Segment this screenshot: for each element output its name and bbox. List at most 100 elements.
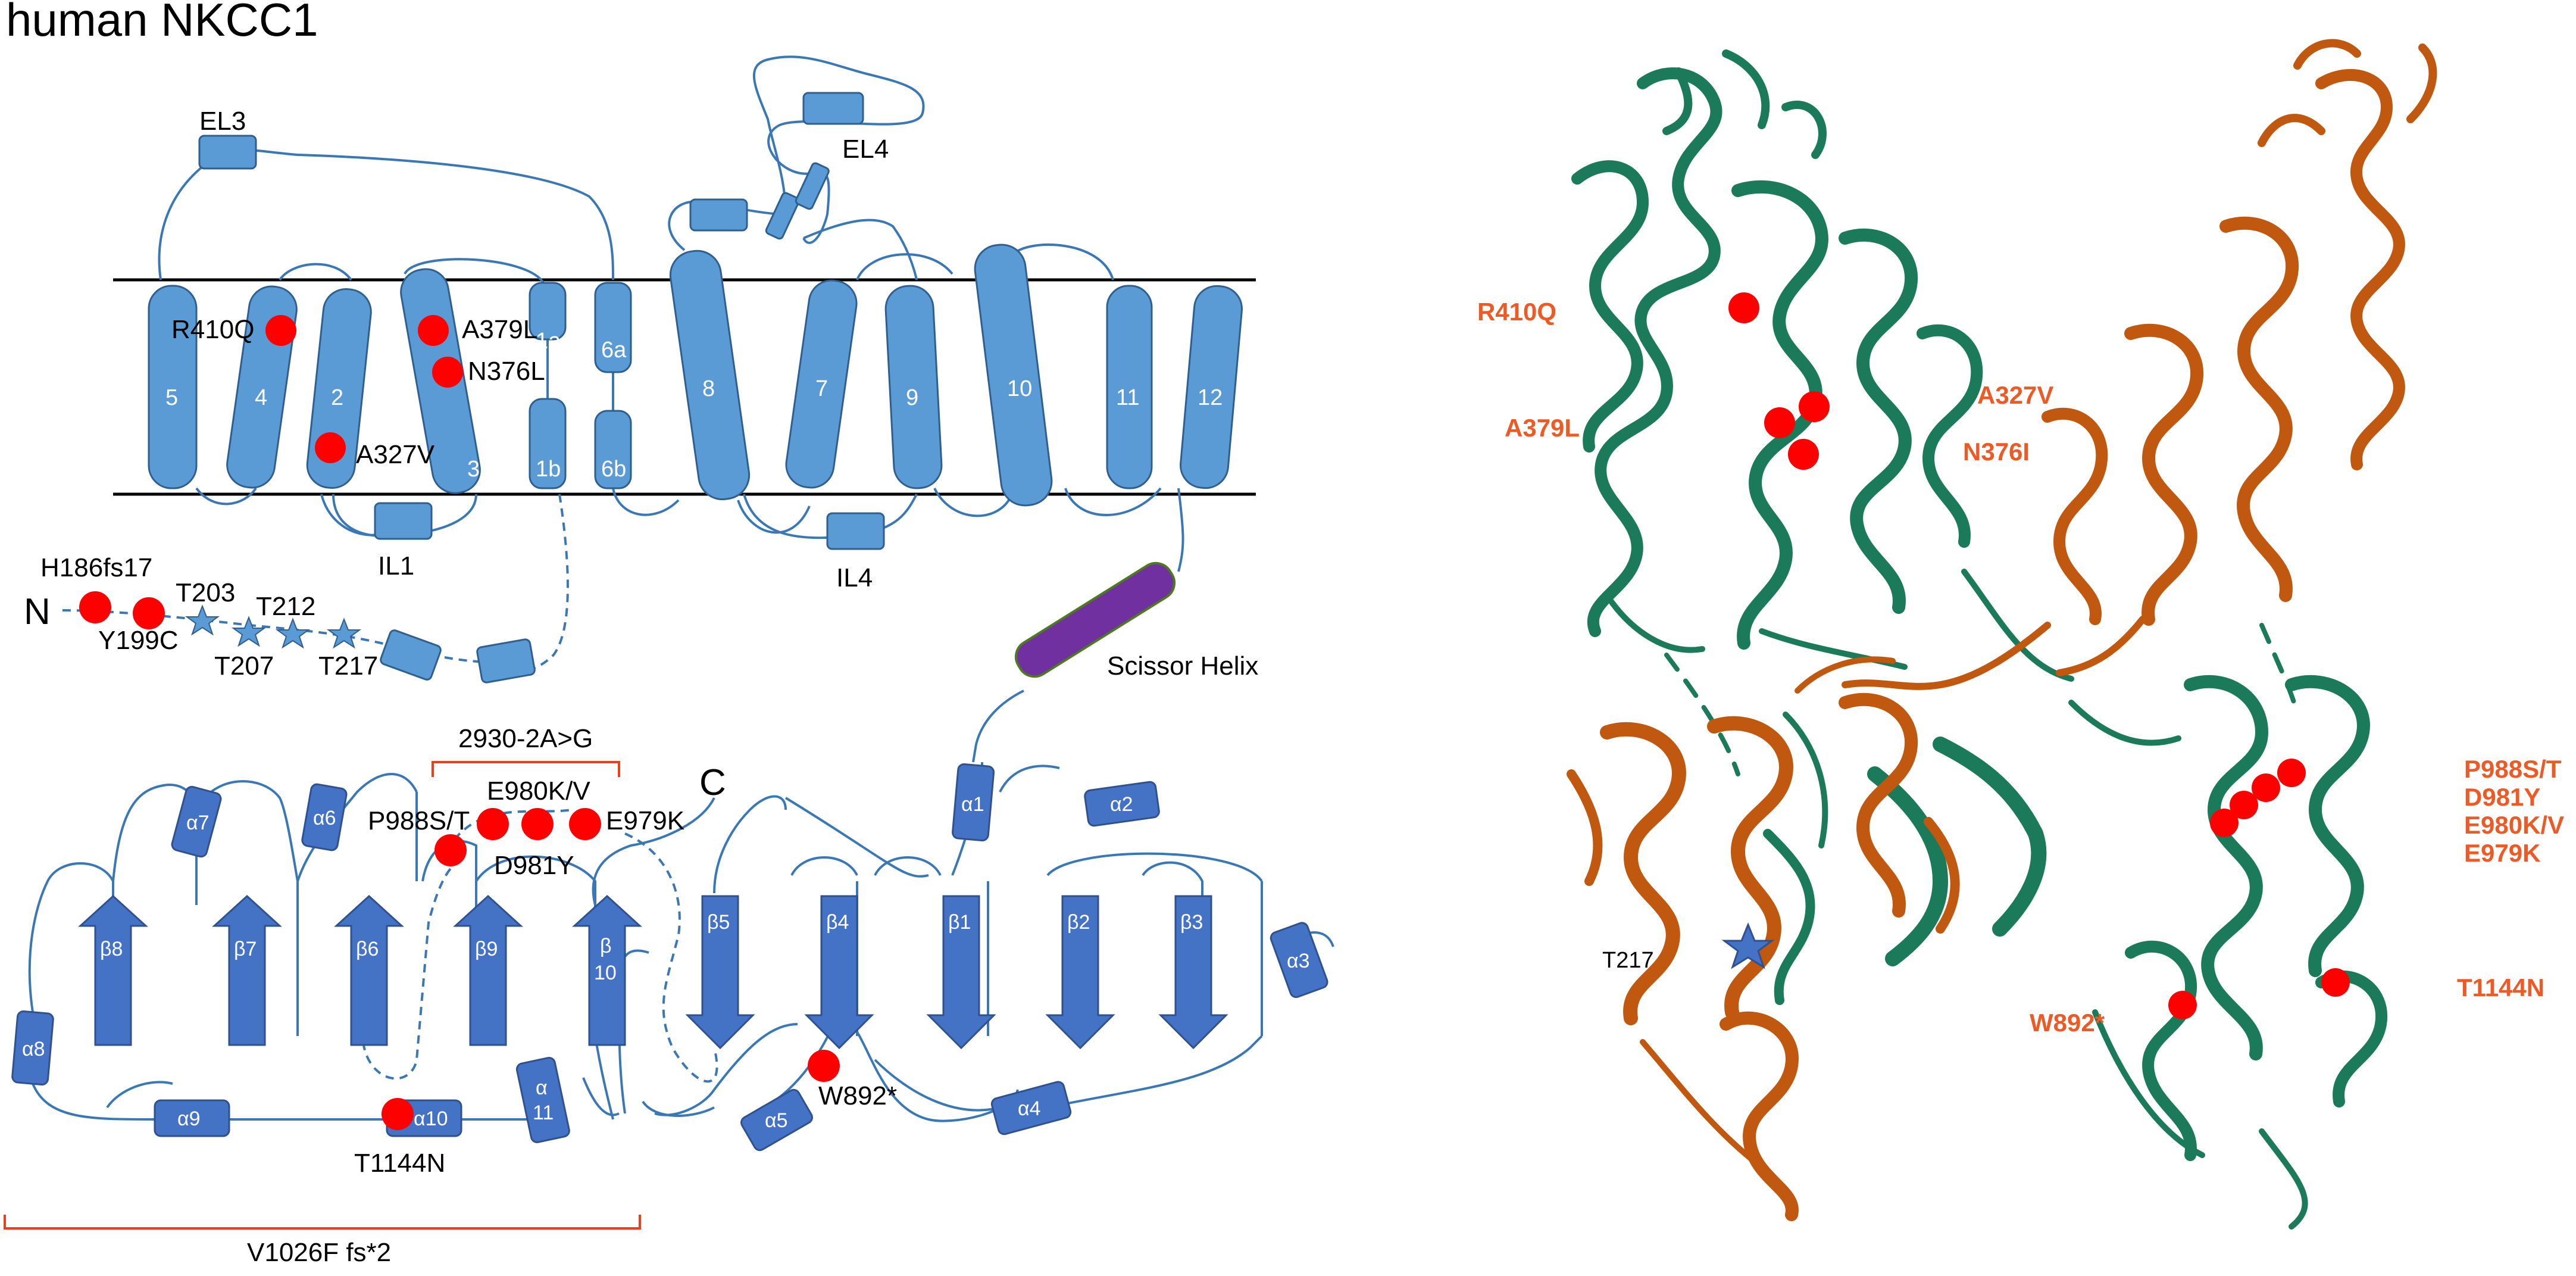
structure-dot-p988st (2277, 759, 2306, 787)
tm-number-7: 7 (815, 376, 828, 401)
structure-dot-t1144n (2321, 968, 2350, 997)
strand-label-beta7: β7 (234, 938, 257, 960)
loop-12-scissor (1177, 488, 1184, 572)
helix-label-alpha5: α5 (765, 1109, 788, 1132)
ctd-topology: α7 α6 α8 α9 α10 α 11 α1 α2 α3 α4 α5 (4, 724, 1334, 1267)
strand-beta6 (334, 894, 404, 1046)
phospho-label-t207: T207 (214, 651, 274, 681)
ctd-strands-down (685, 895, 1228, 1050)
mutation-dot-d981y (521, 808, 554, 840)
helix-label-alpha11-top: α (536, 1077, 548, 1099)
tm-number-12: 12 (1198, 385, 1223, 410)
structure-star-t217 (1721, 922, 1775, 969)
il4-helix (826, 512, 885, 550)
mutation-label-e980kv: E980K/V (487, 776, 590, 806)
structure-label-w892: W892* (2030, 1009, 2105, 1037)
ctd-helix-alpha1 (952, 763, 995, 842)
structure-dot-d981y (2252, 773, 2280, 802)
structure-dot-n376i (1788, 439, 1819, 470)
helix-label-alpha6: α6 (313, 807, 336, 829)
c-terminus-label: C (699, 762, 726, 803)
phospho-star-t212 (275, 617, 311, 649)
structure-dot-r410q (1728, 292, 1759, 323)
helix-label-alpha2: α2 (1110, 793, 1133, 816)
variant-dot-y199c (133, 597, 165, 629)
helix-label-alpha3: α3 (1287, 950, 1310, 972)
loop-3-1a (404, 258, 546, 286)
structure-label-e979k: E979K (2464, 839, 2540, 867)
loop-8-7 (737, 500, 811, 534)
strand-label-beta2: β2 (1067, 911, 1090, 934)
phospho-star-t207 (231, 616, 267, 647)
structure-label-t217: T217 (1602, 948, 1654, 973)
splice-label: 2930-2A>G (458, 724, 593, 753)
loop-helices (198, 92, 885, 550)
tm-helix-12 (1180, 285, 1243, 489)
scissor-helix-label: Scissor Helix (1107, 651, 1258, 681)
strand-beta9 (453, 894, 523, 1046)
structure-label-a379l: A379L (1505, 414, 1580, 442)
structure-label-p988st: P988S/T (2464, 755, 2562, 783)
loop-5-4 (195, 487, 257, 506)
mutation-label-t1144n: T1144N (354, 1149, 445, 1178)
structure-label-e980kv: E980K/V (2464, 811, 2564, 839)
tm-numbers: 5 4 2 3 1a 1b 6a 6b 8 7 9 10 11 12 (165, 329, 1223, 482)
nterm-variant-dots (79, 591, 165, 629)
tm-number-2: 2 (331, 385, 343, 410)
loop-el3 (158, 147, 614, 280)
strand-label-beta8: β8 (100, 938, 123, 960)
structure-label-r410q: R410Q (1477, 298, 1556, 326)
ctd-c-tail (592, 797, 715, 906)
structure-label-n376i: N376I (1963, 438, 2030, 466)
loop-7-9 (856, 253, 954, 280)
loop-el4 (668, 55, 925, 251)
il1-label: IL1 (378, 551, 414, 581)
structure-dot-a327v (1799, 391, 1830, 422)
strand-beta4 (804, 895, 874, 1050)
structure-mutation-dots (1728, 292, 2350, 1019)
tm-helix-5 (148, 285, 198, 489)
tm-number-6b: 6b (601, 457, 626, 482)
ctd-helix-alpha2 (1084, 781, 1160, 827)
strand-label-beta5: β5 (707, 911, 730, 934)
phospho-stars (185, 604, 362, 649)
el3-helix (198, 135, 257, 170)
n-terminus-label: N (24, 591, 51, 632)
ctd-helix-alpha4 (990, 1081, 1072, 1135)
tm-number-4: 4 (255, 385, 267, 410)
membrane-mutation-dots (265, 315, 463, 463)
strand-beta8 (78, 894, 148, 1046)
mutation-label-w892: W892* (818, 1081, 897, 1110)
strand-label-beta1: β1 (948, 911, 971, 934)
tm-number-9: 9 (906, 385, 918, 410)
phospho-label-t217: T217 (318, 651, 378, 681)
structure-dot-e980kv (2230, 791, 2258, 819)
variant-dot-h186fs17 (79, 591, 111, 623)
tm-helix-6b (594, 410, 632, 489)
mutation-dot-a327v (315, 432, 346, 463)
splice-bracket (432, 761, 620, 777)
mutation-label-r410q: R410Q (171, 315, 254, 344)
scissor-linker (972, 690, 1024, 763)
tm-helix-9 (884, 285, 943, 489)
mutation-label-a379l: A379L (462, 315, 537, 344)
loop-el4-return (803, 219, 918, 280)
strand-label-beta6: β6 (356, 938, 379, 960)
tm-helices (148, 244, 1243, 507)
ctd-strand-labels: β8 β7 β6 β9 β 10 β5 β4 β1 β2 β3 (100, 911, 1203, 984)
structure-label-t1144n: T1144N (2457, 974, 2544, 1002)
tm-helix-1b (529, 398, 567, 489)
el4-helix-4 (795, 162, 830, 210)
loop-4-2 (279, 263, 352, 281)
tm-number-1a: 1a (536, 329, 561, 354)
el4-helix-1 (802, 92, 864, 125)
strand-label-beta3: β3 (1180, 911, 1203, 934)
ctd-helix-alpha6 (301, 783, 348, 851)
tm-number-10: 10 (1007, 376, 1032, 401)
strand-label-beta9: β9 (475, 938, 498, 960)
strand-label-beta10-top: β (600, 935, 612, 957)
mutation-dot-e980kv (477, 808, 509, 840)
tm-helix-7 (785, 279, 858, 489)
loop-6b-8 (612, 488, 680, 516)
mutation-dot-a379l (418, 315, 449, 346)
